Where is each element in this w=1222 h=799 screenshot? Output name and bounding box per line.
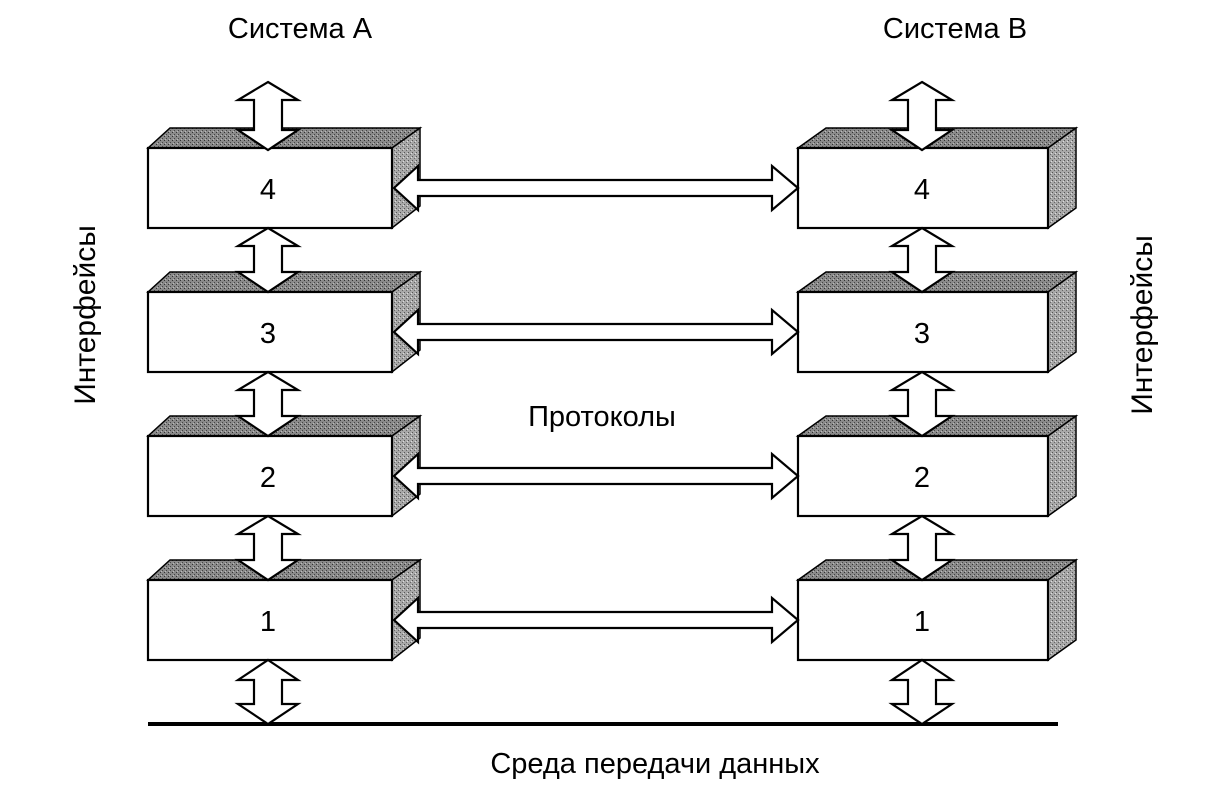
system-a-layer-1-label: 1	[260, 606, 276, 638]
interfaces-label-right: Интерфейсы	[1126, 235, 1159, 415]
system-a-layer-1: 1	[146, 558, 423, 662]
protocols-label: Протоколы	[528, 401, 676, 433]
system-b-interface-arrows	[888, 80, 956, 726]
system-b-layer-1-label: 1	[914, 606, 930, 638]
protocol-arrow-layer-1	[392, 595, 800, 645]
system-b-layer-1: 1	[795, 558, 1079, 662]
interface-arrow-b-3-2	[888, 370, 956, 438]
interface-arrow-a-4-3	[234, 226, 302, 294]
transmission-medium-label: Среда передачи данных	[490, 748, 820, 780]
interface-arrow-a-3-2	[234, 370, 302, 438]
system-b-title: Система В	[883, 13, 1027, 45]
system-b-layer-4-label: 4	[914, 174, 930, 206]
interfaces-label-left: Интерфейсы	[69, 225, 102, 405]
system-b-layer-4: 4	[795, 126, 1079, 230]
system-a-title: Система А	[228, 13, 373, 45]
interface-arrow-b-medium	[888, 658, 956, 726]
system-a-interface-arrows	[234, 80, 302, 726]
protocol-arrow-layer-4	[392, 163, 800, 213]
protocol-arrow-layer-2	[392, 451, 800, 501]
interface-arrow-a-medium	[234, 658, 302, 726]
system-a-layer-3-label: 3	[260, 318, 276, 350]
interface-arrow-b-4-3	[888, 226, 956, 294]
interface-arrow-a-2-1	[234, 514, 302, 582]
system-b-layer-3: 3	[795, 270, 1079, 374]
system-a-layer-2-label: 2	[260, 462, 276, 494]
system-a-layer-4-label: 4	[260, 174, 276, 206]
system-b-layer-2-label: 2	[914, 462, 930, 494]
interface-arrow-b-top	[888, 80, 956, 152]
system-a-layer-4: 4	[146, 126, 423, 230]
protocol-arrow-layer-3	[392, 307, 800, 357]
system-b-layer-3-label: 3	[914, 318, 930, 350]
protocol-arrows	[392, 163, 800, 645]
system-a-stack: 4 3 2 1	[146, 126, 423, 662]
interface-arrow-a-top	[234, 80, 302, 152]
interface-arrow-b-2-1	[888, 514, 956, 582]
system-b-layer-2: 2	[795, 414, 1079, 518]
system-a-layer-2: 2	[146, 414, 423, 518]
system-a-layer-3: 3	[146, 270, 423, 374]
